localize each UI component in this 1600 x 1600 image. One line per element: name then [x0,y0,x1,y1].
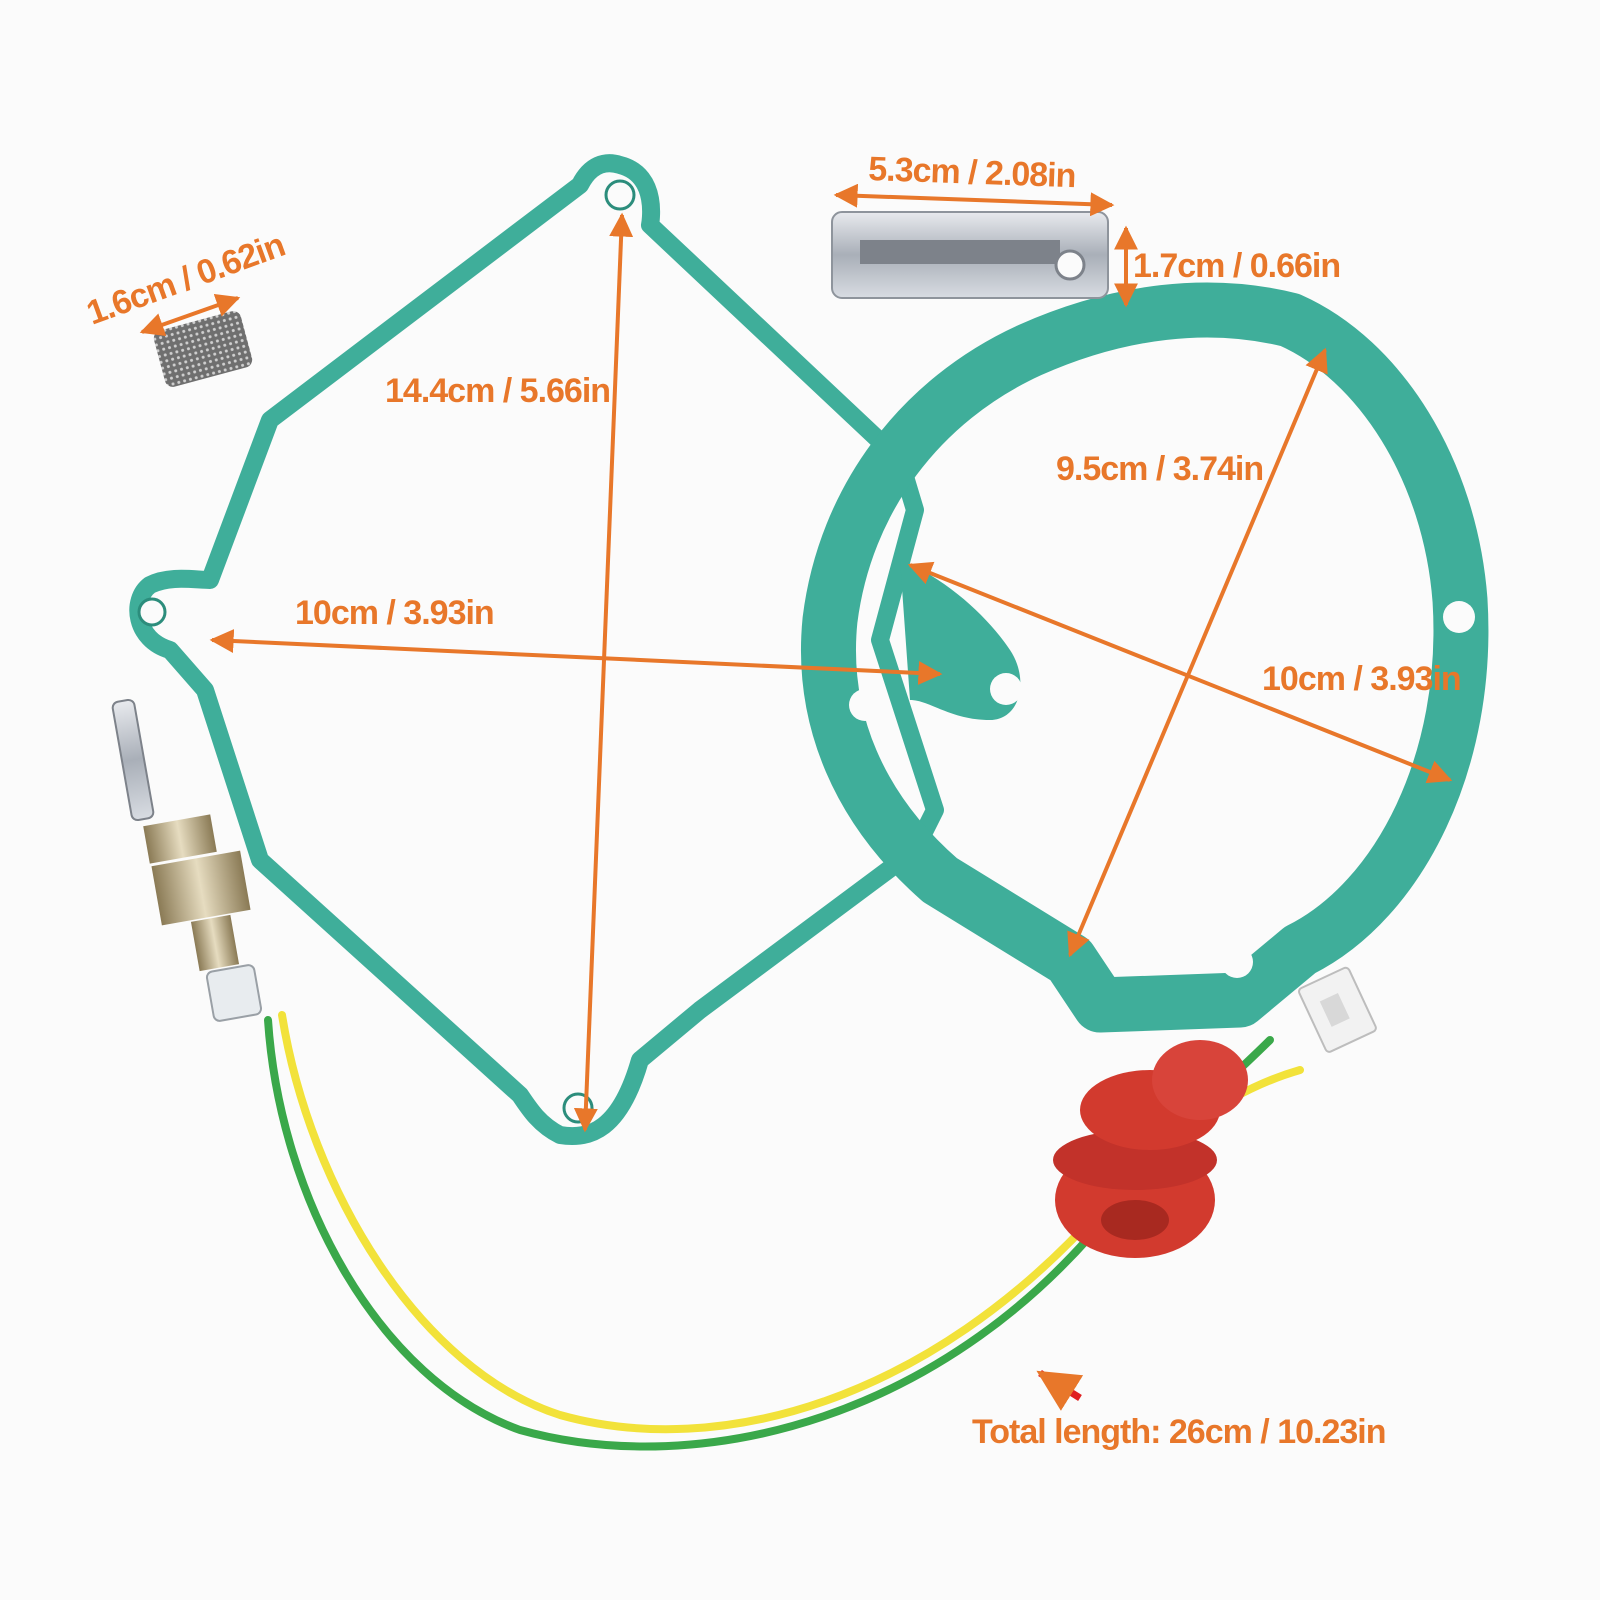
glow-plug-icon [111,698,263,1022]
dimension-lines [139,183,1453,1411]
small-gasket [801,282,1489,1033]
small-gasket-inner-label: 9.5cm / 3.74in [1056,450,1263,488]
small-gasket-outer-label: 10cm / 3.93in [1262,660,1461,698]
large-gasket-width-label: 10cm / 3.93in [295,594,494,632]
rubber-grommet-icon [1053,1040,1248,1258]
metal-pin-icon [831,211,1109,299]
pin-diameter-label: 1.7cm / 0.66in [1133,247,1340,285]
pin-length-label: 5.3cm / 2.08in [868,150,1076,195]
large-gasket-height-label: 14.4cm / 5.66in [385,372,610,410]
connector-plug-icon [1298,966,1377,1053]
wire-length-label: Total length: 26cm / 10.23in [972,1413,1386,1451]
